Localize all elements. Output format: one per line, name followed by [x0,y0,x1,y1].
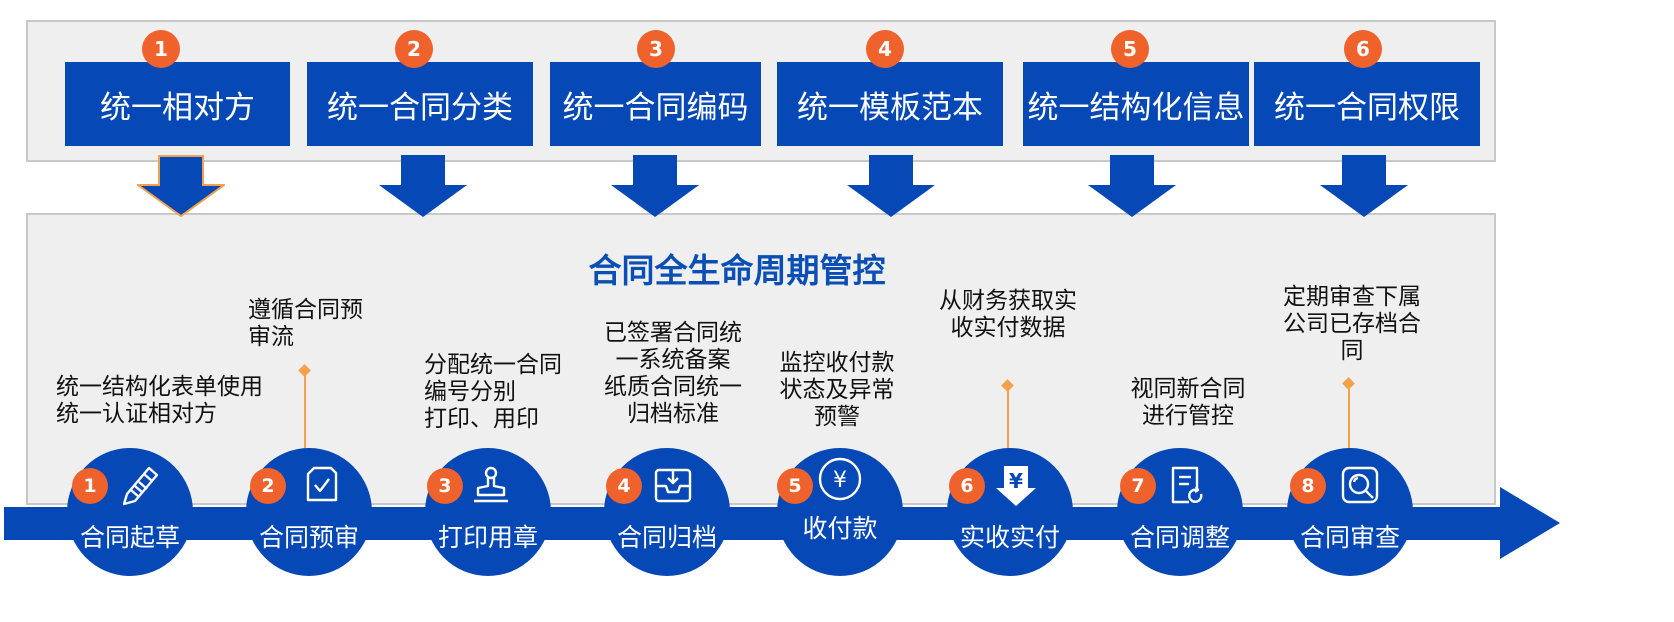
stage-description: 已签署合同统 一系统备案 纸质合同统一 归档标准 [594,320,752,428]
principle-box-counterparty: 统一相对方 [65,62,290,146]
description-line: 预警 [814,404,860,430]
principle-label: 统一合同编码 [562,89,749,126]
lifecycle-panel [26,213,1496,505]
down-arrow-icon [611,155,699,217]
principle-label: 统一合同分类 [327,89,513,126]
stage-description: 统一结构化表单使用 统一认证相对方 [56,374,263,428]
stage-number-badge: 6 [949,468,985,504]
description-line: 监控收付款 [779,350,895,376]
stage-label: 合同归档 [616,523,717,552]
principle-label: 统一合同权限 [1274,89,1460,126]
description-line: 编号分别 [424,379,516,405]
stage-description: 遵循合同预 审流 [248,297,363,351]
description-line: 收实付数据 [950,315,1066,341]
stage-label: 合同调整 [1129,523,1230,552]
description-line: 遵循合同预 [248,297,363,323]
yen-circle-icon: ¥ [818,457,862,501]
stage-description: 监控收付款 状态及异常 预警 [766,350,908,431]
stage-number-badge: 2 [250,468,286,504]
stage-number-badge: 5 [777,468,813,504]
down-arrow-icon [137,155,225,217]
principle-box-permission: 统一合同权限 [1254,62,1480,146]
connector-line [1007,386,1009,450]
stage-number-badge: 1 [72,468,108,504]
description-line: 公司已存档合 [1283,311,1421,337]
description-line: 已签署合同统 [604,320,742,346]
principle-number-badge: 1 [142,30,180,68]
stage-number-badge: 7 [1120,468,1156,504]
stage-label: 合同审查 [1299,523,1400,552]
principle-number-badge: 4 [866,30,904,68]
stage-description: 视同新合同 进行管控 [1118,376,1258,430]
description-line: 定期审查下属 [1283,284,1421,310]
connector-line [1348,384,1350,450]
down-arrow-icon [1320,155,1408,217]
pencil-icon [122,466,159,506]
principle-box-structured-info: 统一结构化信息 [1023,62,1249,146]
stage-number-badge: 3 [427,468,463,504]
document-check-icon [306,466,338,502]
principle-number-badge: 6 [1344,30,1382,68]
stage-description: 分配统一合同 编号分别 打印、用印 [424,352,562,433]
principle-box-coding: 统一合同编码 [550,62,761,146]
principle-label: 统一模板范本 [797,89,983,126]
down-arrow-icon [379,155,467,217]
stage-number-badge: 4 [606,468,642,504]
principle-number-badge: 5 [1111,30,1149,68]
description-line: 状态及异常 [779,377,895,403]
stage-description: 从财务获取实 收实付数据 [928,288,1088,342]
description-line: 进行管控 [1142,403,1234,429]
svg-text:¥: ¥ [1009,469,1023,493]
description-line: 从财务获取实 [939,288,1077,314]
stage-label: 合同起草 [79,523,180,552]
description-line: 审流 [248,324,294,350]
svg-text:¥: ¥ [833,468,847,493]
principle-label: 统一相对方 [100,89,255,126]
stage-description: 定期审查下属 公司已存档合 同 [1272,284,1432,365]
description-line: 视同新合同 [1130,376,1246,402]
stage-label: 打印用章 [437,523,538,552]
principle-number-badge: 2 [395,30,433,68]
principle-box-template: 统一模板范本 [777,62,1003,146]
description-line: 一系统备案 [615,347,731,373]
down-arrow-icon [1088,155,1176,217]
lifecycle-title: 合同全生命周期管控 [588,251,886,290]
description-line: 分配统一合同 [424,352,562,378]
down-arrow-icon [847,155,935,217]
description-line: 统一结构化表单使用 [56,374,263,400]
stage-label: 实收实付 [959,523,1060,552]
document-refresh-icon [1171,466,1203,504]
description-line: 统一认证相对方 [56,401,217,427]
magnifier-icon [1341,466,1379,504]
stage-label: 合同预审 [258,523,359,552]
description-line: 打印、用印 [424,406,539,432]
description-line: 归档标准 [627,401,719,427]
description-line: 同 [1340,338,1364,364]
description-line: 纸质合同统一 [604,374,742,400]
stamp-icon [474,466,508,503]
principle-box-category: 统一合同分类 [307,62,533,146]
stage-label: 收付款 [802,514,878,543]
principle-number-badge: 3 [637,30,675,68]
principle-label: 统一结构化信息 [1027,89,1245,126]
connector-line [304,371,306,451]
stage-number-badge: 8 [1290,468,1326,504]
yen-download-icon: ¥ [996,466,1036,506]
archive-tray-icon [654,468,692,503]
